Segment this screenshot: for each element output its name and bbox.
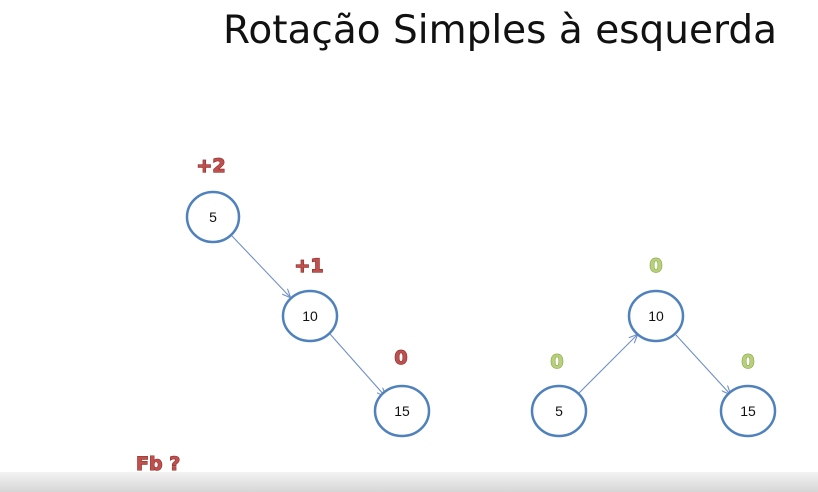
edge-10-15 — [675, 334, 730, 394]
balance-factor: 0 — [394, 347, 407, 369]
balance-factor: +2 — [196, 155, 225, 177]
balance-factor: 0 — [550, 351, 563, 373]
edge-5-10 — [231, 235, 290, 297]
after-tree: 5 10 15 0 0 0 — [530, 254, 777, 438]
balance-factor: 0 — [649, 255, 662, 277]
tree-node: 10 — [627, 289, 685, 343]
edge-10-15 — [329, 333, 385, 396]
node-label: 10 — [302, 308, 318, 324]
tree-node: 5 — [530, 384, 588, 438]
bottom-bar — [0, 472, 818, 492]
node-label: 15 — [740, 403, 756, 419]
node-label: 15 — [394, 403, 410, 419]
balance-factor-question: Fb ? — [136, 453, 180, 475]
tree-node: 5 — [185, 190, 241, 244]
node-label: 5 — [555, 403, 563, 419]
before-tree: 5 10 15 +2 +1 0 — [185, 154, 431, 438]
node-label: 5 — [209, 209, 217, 225]
slide-title: Rotação Simples à esquerda — [223, 8, 777, 53]
balance-factor: 0 — [741, 351, 754, 373]
node-label: 10 — [648, 308, 664, 324]
tree-node: 15 — [719, 384, 777, 438]
tree-node: 10 — [281, 289, 339, 343]
edge-5-10 — [577, 335, 637, 395]
tree-node: 15 — [373, 384, 431, 438]
balance-factor: +1 — [294, 255, 323, 277]
